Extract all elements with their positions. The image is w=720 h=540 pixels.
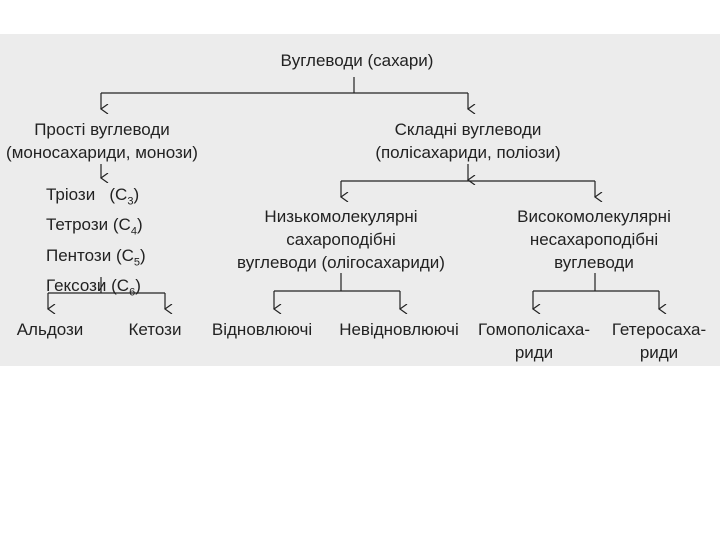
ketoses-node: Кетози <box>128 320 182 339</box>
type-hexoses: Гексози (C6) <box>46 276 141 299</box>
low-molecular-node: Низькомолекулярні сахароподібні вуглевод… <box>237 207 445 272</box>
simple-title-line-1: Прості вуглеводи <box>34 120 170 139</box>
root-node: Вуглеводи (сахари) <box>280 51 434 70</box>
monosaccharide-types: Тріози (C3) Тетрози (C4) Пентози (C5) Ге… <box>46 183 186 305</box>
heteropolysaccharides-node: Гетеросаха- риди <box>611 320 707 362</box>
complex-title-line-1: Складні вуглеводи <box>394 120 542 139</box>
complex-title-line-2: (полісахариди, поліози) <box>375 143 561 162</box>
reducing-node: Відновлюючі <box>211 320 313 339</box>
complex-carbs-node: Складні вуглеводи (полісахариди, поліози… <box>370 118 566 164</box>
homopolysaccharides-node: Гомополісаха- риди <box>477 320 591 362</box>
type-pentoses: Пентози (C5) <box>46 245 146 269</box>
simple-carbs-node: Прості вуглеводи (моносахариди, монози) <box>0 118 204 164</box>
type-tetroses: Тетрози (C4) <box>46 215 143 238</box>
simple-title-line-2: (моносахариди, монози) <box>6 143 198 162</box>
type-trioses: Тріози (C3) <box>46 185 140 208</box>
high-molecular-node: Високомолекулярні несахароподібні вуглев… <box>517 207 671 272</box>
non-reducing-node: Невідновлюючі <box>339 320 459 339</box>
aldoses-node: Альдози <box>16 320 84 339</box>
